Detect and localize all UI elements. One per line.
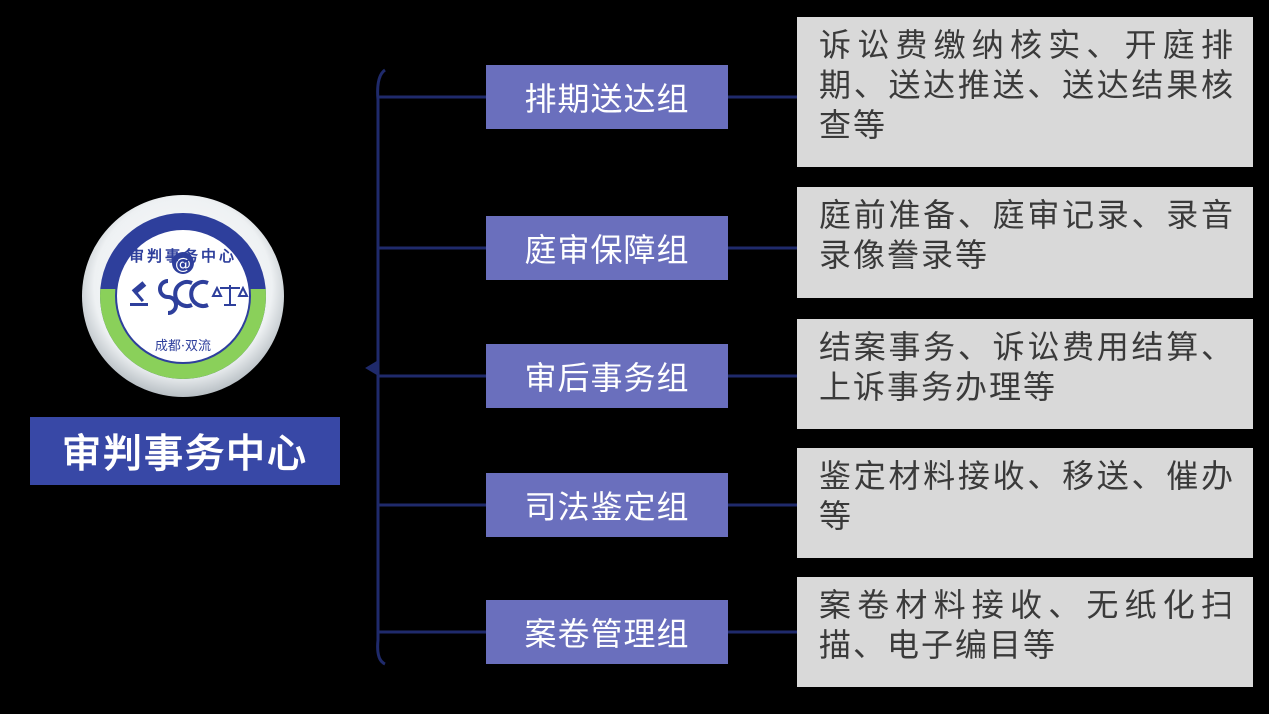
group-box-scheduling: 排期送达组 — [486, 65, 728, 129]
desc-box-trial-support: 庭前准备、庭审记录、录音录像誊录等 — [797, 187, 1253, 298]
svg-text:@: @ — [175, 254, 191, 273]
scc-mark-icon — [158, 279, 209, 315]
group-box-post-trial: 审后事务组 — [486, 344, 728, 408]
group-box-forensic: 司法鉴定组 — [486, 473, 728, 537]
group-box-trial-support: 庭审保障组 — [486, 216, 728, 280]
desc-box-scheduling: 诉讼费缴纳核实、开庭排期、送达推送、送达结果核查等 — [797, 17, 1253, 167]
brace-arrow — [365, 360, 379, 376]
logo-emblem-icon: @ — [82, 195, 284, 397]
brace-line — [376, 68, 386, 666]
desc-box-archive: 案卷材料接收、无纸化扫描、电子编目等 — [797, 577, 1253, 687]
group-box-archive: 案卷管理组 — [486, 600, 728, 664]
desc-box-post-trial: 结案事务、诉讼费用结算、上诉事务办理等 — [797, 319, 1253, 429]
desc-box-forensic: 鉴定材料接收、移送、催办等 — [797, 448, 1253, 558]
gavel-icon — [130, 281, 148, 306]
logo-bottom-text: 成都·双流 — [154, 339, 212, 354]
center-title: 审判事务中心 — [30, 417, 340, 485]
scales-icon — [211, 285, 249, 306]
center-logo: @ 审判事务中心 成都·双流 — [80, 193, 286, 399]
logo-ring-text: 审判事务中心 — [128, 247, 237, 265]
at-icon: @ — [172, 252, 194, 274]
